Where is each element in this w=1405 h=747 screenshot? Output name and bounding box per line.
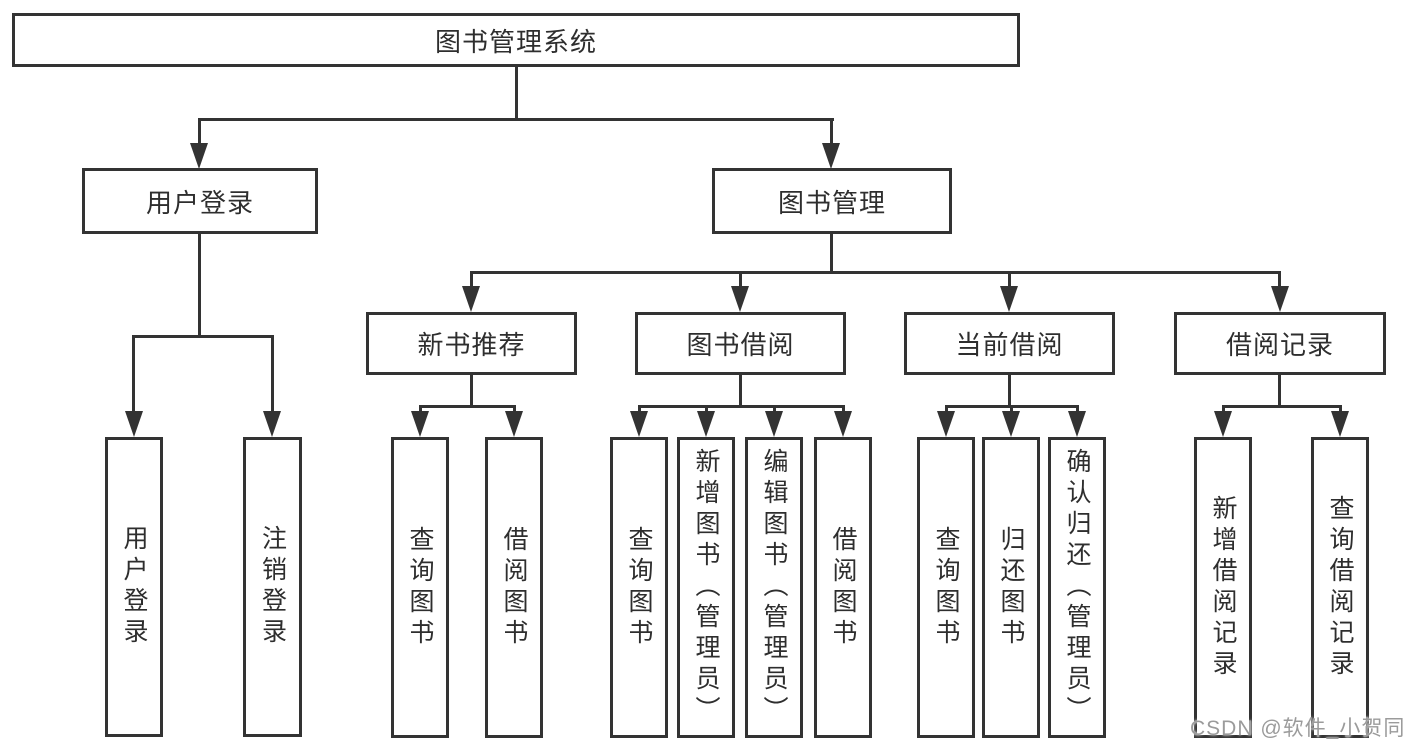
node-borrowing-edit-books-admin: 编辑图书（管理员） bbox=[745, 437, 803, 738]
connector-line bbox=[470, 271, 473, 291]
arrowhead-down-icon bbox=[765, 411, 783, 437]
arrowhead-down-icon bbox=[1331, 411, 1349, 437]
connector-line bbox=[1008, 375, 1011, 407]
node-borrowing-query-books: 查询图书 bbox=[610, 437, 668, 738]
connector-line bbox=[945, 405, 948, 415]
connector-line bbox=[513, 405, 516, 415]
connector-line bbox=[271, 335, 274, 413]
node-records-query-record: 查询借阅记录 bbox=[1311, 437, 1369, 738]
node-new-book-recommend: 新书推荐 bbox=[366, 312, 577, 375]
node-recommend-query-books-label: 查询图书 bbox=[406, 525, 434, 650]
arrowhead-down-icon bbox=[630, 411, 648, 437]
node-borrowing-query-books-label: 查询图书 bbox=[625, 525, 653, 650]
node-borrowing-edit-books-admin-label: 编辑图书（管理员） bbox=[760, 448, 788, 727]
arrowhead-down-icon bbox=[822, 143, 840, 169]
connector-line bbox=[515, 67, 518, 119]
connector-line bbox=[419, 405, 516, 408]
node-borrow-records-label: 借阅记录 bbox=[1225, 330, 1334, 360]
connector-line bbox=[830, 234, 833, 274]
node-user-login-label: 用户登录 bbox=[145, 187, 254, 218]
node-records-add-record: 新增借阅记录 bbox=[1194, 437, 1252, 738]
node-logout-label: 注销登录 bbox=[258, 525, 287, 649]
node-logout: 注销登录 bbox=[243, 437, 302, 737]
node-records-add-record-label: 新增借阅记录 bbox=[1209, 494, 1237, 681]
node-root: 图书管理系统 bbox=[12, 13, 1020, 67]
connector-line bbox=[132, 335, 135, 413]
connector-line bbox=[638, 405, 845, 408]
arrowhead-down-icon bbox=[1271, 286, 1289, 312]
node-login-label: 用户登录 bbox=[120, 525, 148, 649]
node-borrowing-borrow-books: 借阅图书 bbox=[814, 437, 872, 738]
connector-line bbox=[470, 271, 1281, 274]
node-borrow-records: 借阅记录 bbox=[1174, 312, 1386, 375]
node-book-borrowing-label: 图书借阅 bbox=[686, 330, 795, 360]
node-root-label: 图书管理系统 bbox=[434, 26, 597, 57]
connector-line bbox=[470, 375, 473, 407]
arrowhead-down-icon bbox=[731, 286, 749, 312]
node-current-confirm-return-admin-label: 确认归还（管理员） bbox=[1063, 448, 1091, 727]
connector-line bbox=[1278, 271, 1281, 291]
node-borrowing-add-books-admin-label: 新增图书（管理员） bbox=[692, 448, 720, 727]
connector-line bbox=[1008, 271, 1011, 291]
node-book-management-label: 图书管理 bbox=[777, 187, 886, 218]
connector-line bbox=[739, 375, 742, 407]
node-new-book-recommend-label: 新书推荐 bbox=[417, 330, 526, 360]
arrowhead-down-icon bbox=[834, 411, 852, 437]
node-current-borrowing: 当前借阅 bbox=[904, 312, 1115, 375]
connector-line bbox=[198, 118, 834, 121]
arrowhead-down-icon bbox=[1214, 411, 1232, 437]
node-current-return-books: 归还图书 bbox=[982, 437, 1040, 738]
node-borrowing-add-books-admin: 新增图书（管理员） bbox=[677, 437, 735, 738]
node-recommend-borrow-books: 借阅图书 bbox=[485, 437, 543, 738]
node-current-confirm-return-admin: 确认归还（管理员） bbox=[1048, 437, 1106, 738]
arrowhead-down-icon bbox=[697, 411, 715, 437]
arrowhead-down-icon bbox=[462, 286, 480, 312]
node-book-borrowing: 图书借阅 bbox=[635, 312, 846, 375]
node-login: 用户登录 bbox=[105, 437, 163, 737]
arrowhead-down-icon bbox=[1000, 286, 1018, 312]
arrowhead-down-icon bbox=[937, 411, 955, 437]
node-records-query-record-label: 查询借阅记录 bbox=[1326, 494, 1354, 681]
node-recommend-borrow-books-label: 借阅图书 bbox=[500, 525, 528, 650]
connector-line bbox=[198, 118, 201, 146]
node-current-return-books-label: 归还图书 bbox=[997, 525, 1025, 650]
connector-line bbox=[1010, 405, 1013, 415]
arrowhead-down-icon bbox=[263, 411, 281, 437]
node-book-management: 图书管理 bbox=[712, 168, 952, 234]
connector-line bbox=[773, 405, 776, 415]
node-current-query-books: 查询图书 bbox=[917, 437, 975, 738]
connector-line bbox=[132, 335, 274, 338]
connector-line bbox=[1222, 405, 1225, 415]
connector-line bbox=[1278, 375, 1281, 407]
node-current-query-books-label: 查询图书 bbox=[932, 525, 960, 650]
connector-line bbox=[198, 234, 201, 338]
node-recommend-query-books: 查询图书 bbox=[391, 437, 449, 738]
connector-line bbox=[1339, 405, 1342, 415]
node-user-login: 用户登录 bbox=[82, 168, 318, 234]
connector-line bbox=[1222, 405, 1342, 408]
connector-line bbox=[842, 405, 845, 415]
connector-line bbox=[419, 405, 422, 415]
connector-line bbox=[830, 118, 833, 146]
node-borrowing-borrow-books-label: 借阅图书 bbox=[829, 525, 857, 650]
arrowhead-down-icon bbox=[125, 411, 143, 437]
arrowhead-down-icon bbox=[411, 411, 429, 437]
arrowhead-down-icon bbox=[1002, 411, 1020, 437]
connector-line bbox=[1076, 405, 1079, 415]
arrowhead-down-icon bbox=[505, 411, 523, 437]
connector-line bbox=[739, 271, 742, 291]
node-current-borrowing-label: 当前借阅 bbox=[955, 330, 1064, 360]
arrowhead-down-icon bbox=[1068, 411, 1086, 437]
connector-line bbox=[705, 405, 708, 415]
arrowhead-down-icon bbox=[190, 143, 208, 169]
connector-line bbox=[638, 405, 641, 415]
watermark: CSDN @软件_小贺同学 bbox=[1190, 717, 1405, 740]
